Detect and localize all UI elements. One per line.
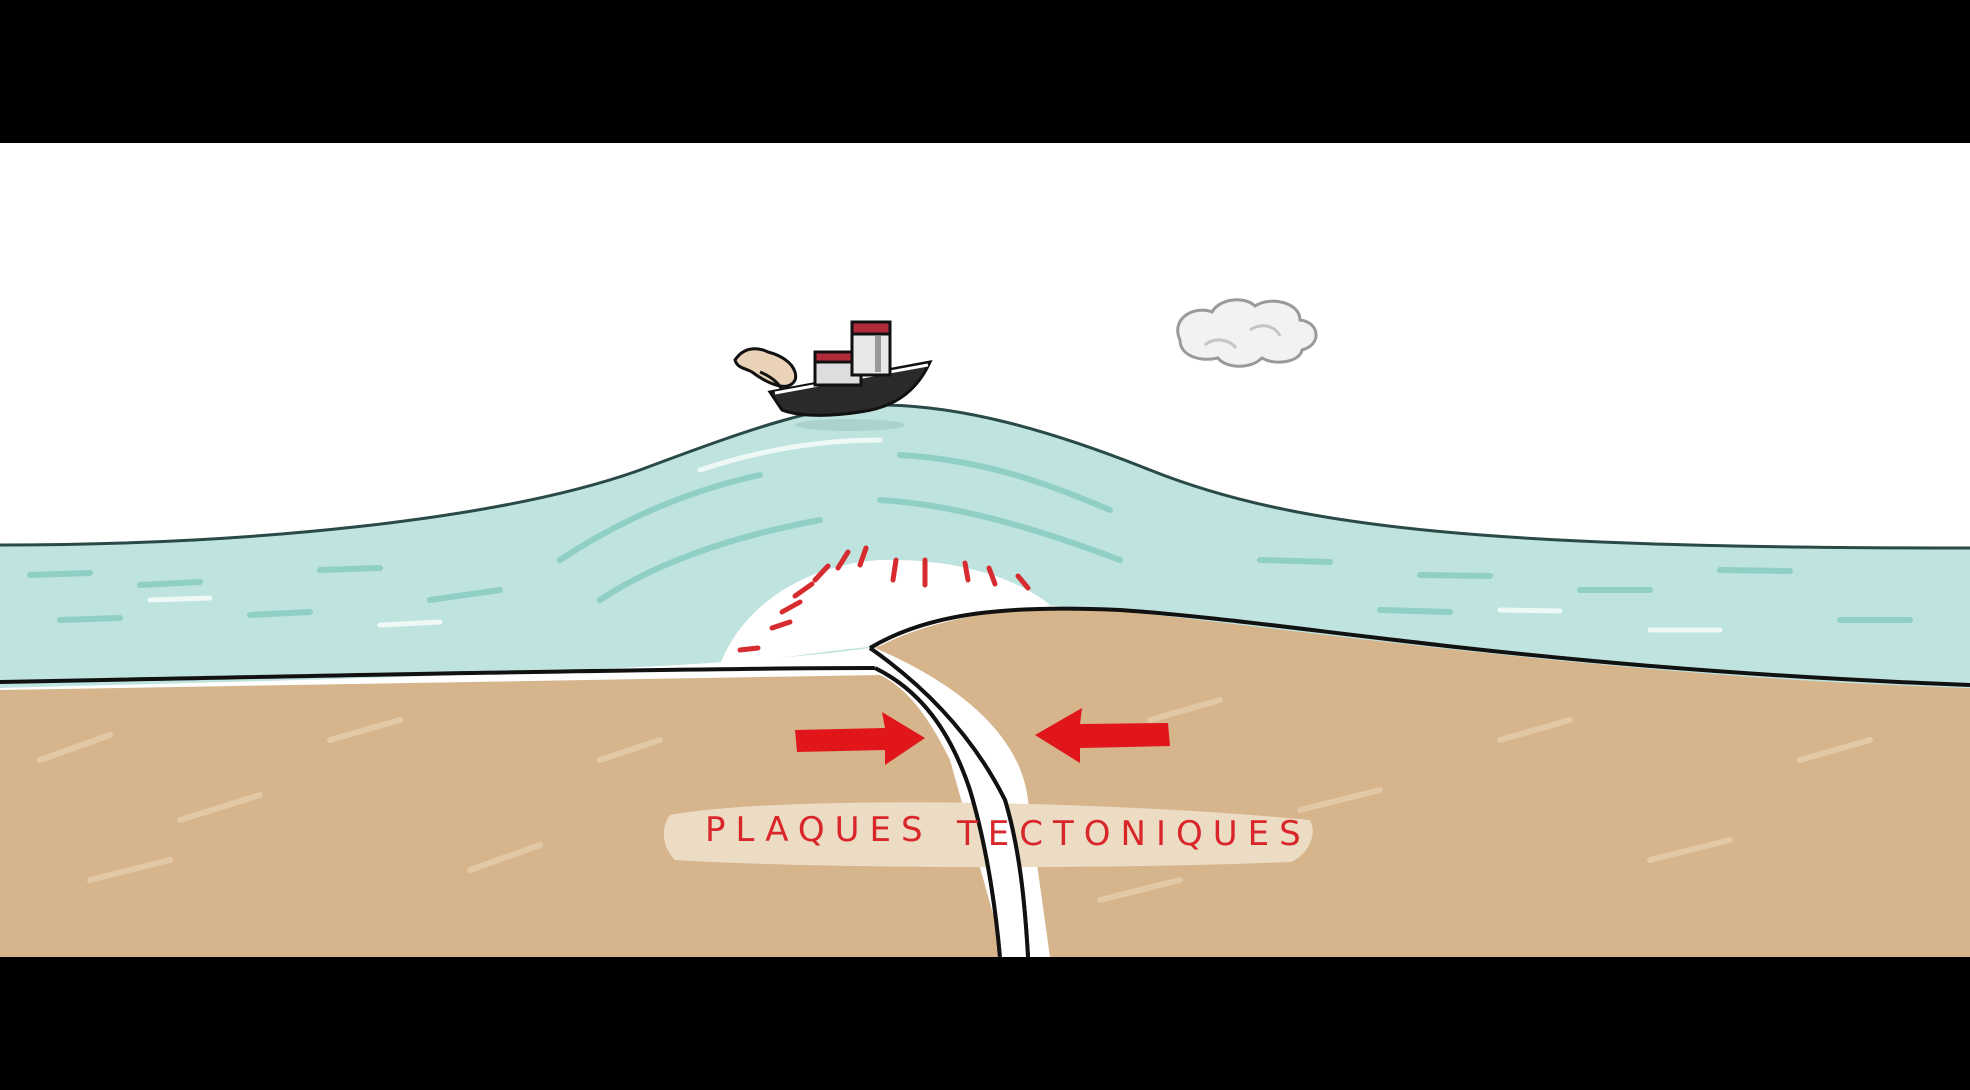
caption-word-2: TECTONIQUES	[956, 814, 1311, 854]
cloud	[1178, 300, 1316, 367]
boat-chimney-top	[852, 322, 890, 334]
letterbox-bottom	[0, 957, 1970, 1090]
caption-word-1: PLAQUES	[705, 810, 933, 850]
letterbox-top	[0, 0, 1970, 143]
